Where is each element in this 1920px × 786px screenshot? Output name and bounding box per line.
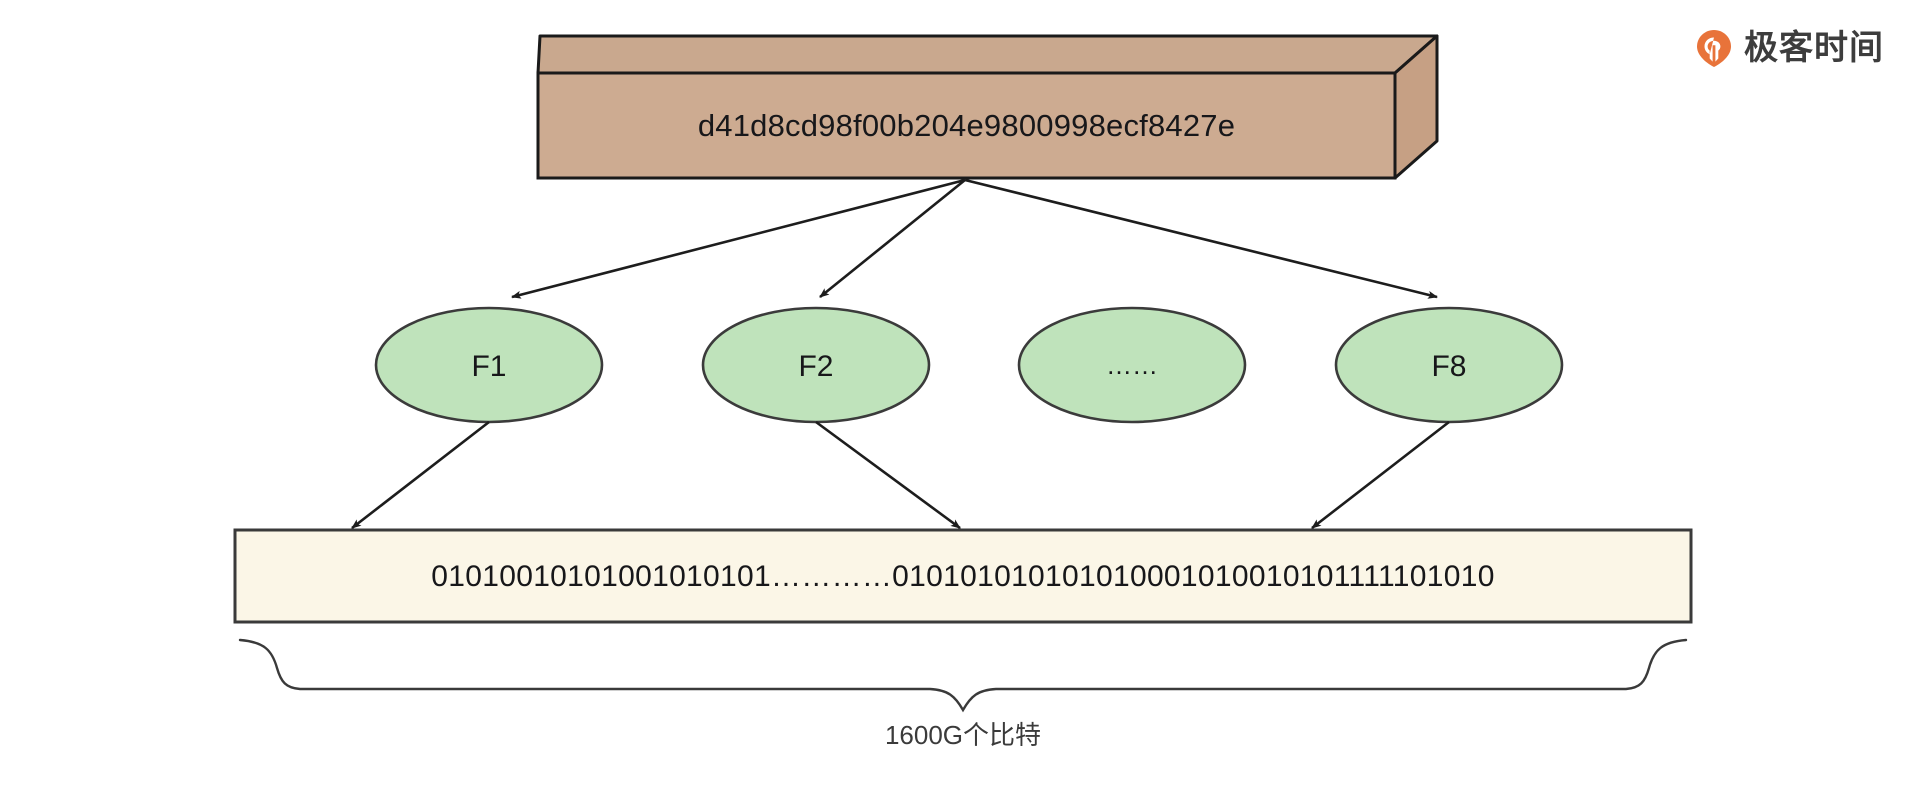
arrow-hash-to-f1 [511, 178, 966, 299]
brace [238, 638, 1688, 713]
node-ellipse-f1[interactable] [374, 306, 604, 424]
brand-logo: 极客时间 [1694, 28, 1884, 68]
node-ellipse-f8[interactable] [1334, 306, 1564, 424]
bits-box [233, 528, 1693, 624]
node-ellipse-f2[interactable] [701, 306, 931, 424]
arrow-hash-to-f8 [964, 178, 1438, 299]
brand-logo-text: 极客时间 [1744, 29, 1884, 67]
hash-box-top-panel [536, 34, 1439, 75]
arrow-hash-to-f2 [819, 178, 966, 299]
hash-box-front-panel [536, 71, 1397, 180]
arrow-f1-to-bits [351, 420, 490, 530]
geektime-logo-icon [1694, 28, 1734, 68]
arrow-f2-to-bits [815, 420, 961, 530]
node-ellipse-ellipsis[interactable] [1017, 306, 1247, 424]
arrow-f8-to-bits [1311, 420, 1450, 530]
